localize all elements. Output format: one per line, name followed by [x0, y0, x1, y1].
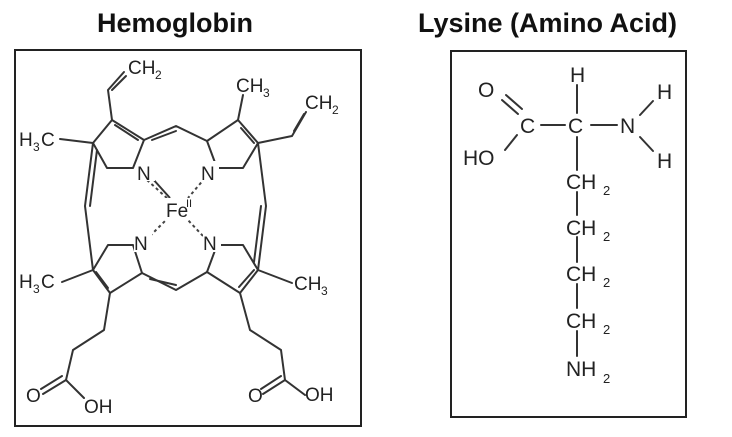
bridge-bottom	[141, 271, 208, 291]
methyl-left-upper-h: H	[19, 130, 33, 151]
heme-molecule	[40, 71, 307, 399]
lysine-amine-n: N	[620, 115, 635, 138]
lysine-ch2-3-subscript: 2	[603, 275, 610, 290]
vinyl-right-subscript: 2	[332, 103, 339, 117]
bridge-left	[84, 142, 94, 271]
vinyl-right-ch: CH	[305, 93, 332, 114]
lysine-ch2-4: CH	[566, 310, 596, 333]
hemoglobin-structure-panel	[14, 49, 362, 427]
methyl-top-right-ch: CH	[236, 76, 263, 97]
vinyl-group-top	[107, 71, 125, 121]
methyl-left-upper-c: C	[41, 130, 55, 151]
lysine-alpha-c: C	[568, 115, 583, 138]
lysine-ch2-3: CH	[566, 263, 596, 286]
atom-iron: Fe	[166, 201, 188, 222]
lysine-carbonyl-o: O	[478, 79, 494, 102]
vinyl-top-subscript: 2	[155, 68, 162, 82]
methyl-bond-top-right	[237, 94, 244, 121]
lysine-nh2: NH	[566, 358, 596, 381]
lysine-structure-panel	[450, 50, 687, 418]
methyl-left-lower-h: H	[19, 272, 33, 293]
lysine-amine-h1: H	[657, 81, 672, 104]
vinyl-top-ch: CH	[128, 58, 155, 79]
lysine-amine-h2: H	[657, 150, 672, 173]
methyl-left-upper-subscript: 3	[33, 140, 40, 154]
methyl-left-lower-subscript: 3	[33, 282, 40, 296]
lysine-title: Lysine (Amino Acid)	[418, 8, 678, 38]
lysine-h-top: H	[570, 64, 585, 87]
lysine-ch2-4-subscript: 2	[603, 322, 610, 337]
acid-right-hydroxyl: OH	[305, 385, 334, 406]
lysine-ch2-1: CH	[566, 171, 596, 194]
lysine-molecule	[501, 84, 654, 357]
bridge-top	[143, 125, 208, 142]
iron-oxidation-state: II	[186, 198, 192, 210]
lysine-ch2-2: CH	[566, 217, 596, 240]
vinyl-group-right	[257, 111, 307, 144]
methyl-right-lower-ch: CH	[294, 274, 321, 295]
atom-n-top-right: N	[201, 164, 215, 185]
methyl-right-lower-subscript: 3	[321, 284, 328, 298]
methyl-left-lower-c: C	[41, 272, 55, 293]
methyl-top-right-subscript: 3	[263, 86, 270, 100]
pyrrole-ring-top-left	[92, 119, 145, 169]
atom-n-bottom-left: N	[134, 234, 148, 255]
lysine-ch2-1-subscript: 2	[603, 183, 610, 198]
atom-n-bottom-right: N	[203, 234, 217, 255]
acid-left-carbonyl-o: O	[26, 386, 41, 407]
pyrrole-ring-bottom-left	[92, 244, 143, 294]
acid-right-carbonyl-o: O	[248, 386, 263, 407]
lysine-ch2-2-subscript: 2	[603, 229, 610, 244]
propionic-acid-left	[65, 292, 111, 381]
methyl-bond-left-upper	[59, 138, 94, 144]
bridge-right	[257, 142, 267, 271]
methyl-bond-right-lower	[257, 269, 293, 284]
pyrrole-ring-bottom-right	[206, 244, 259, 294]
pyrrole-ring-top-right	[206, 119, 259, 169]
hemoglobin-title: Hemoglobin	[97, 8, 253, 38]
propionic-acid-right	[239, 292, 286, 381]
lysine-carboxyl-c: C	[520, 115, 535, 138]
lysine-hydroxyl: HO	[463, 147, 495, 170]
acid-left-hydroxyl: OH	[84, 397, 113, 418]
methyl-bond-left-lower	[61, 269, 94, 283]
atom-n-top-left: N	[137, 164, 151, 185]
lysine-nh2-subscript: 2	[603, 371, 610, 386]
iron-coordination-bonds	[146, 177, 206, 237]
